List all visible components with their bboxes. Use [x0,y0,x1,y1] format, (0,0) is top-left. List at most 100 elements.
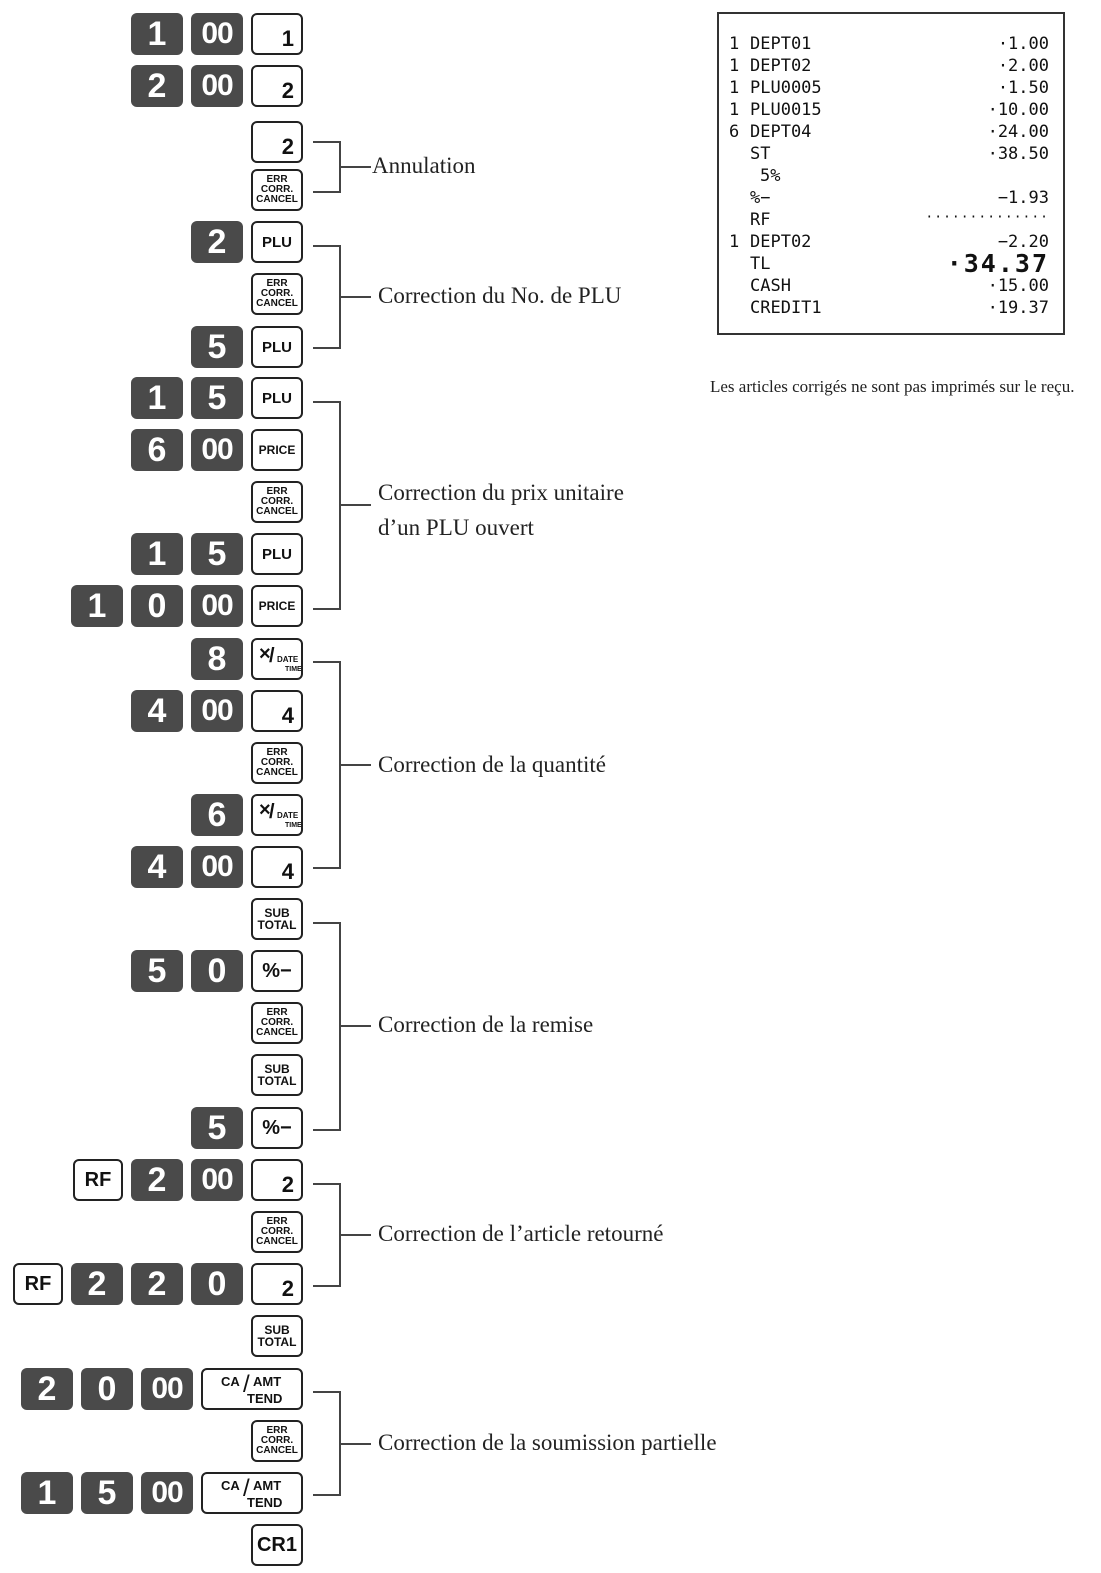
numeric-key[interactable]: 0 [191,950,243,992]
key-sequence-row: 1 0 00 PRICE [71,584,303,628]
receipt-line: 1 PLU0015 ·10.00 [729,100,1049,122]
key-sequence-row: 1 5 00 CA / AMT TEND [21,1471,303,1515]
key-text-top: SUB [264,906,290,920]
numeric-key[interactable]: 5 [191,377,243,419]
receipt-amount: ·10.00 [987,100,1049,120]
department-key[interactable]: 4 [251,690,303,732]
receipt-amount: −1.93 [997,188,1049,208]
double-zero-key[interactable]: 00 [191,585,243,627]
numeric-key[interactable]: 5 [131,950,183,992]
percent-minus-key[interactable]: %− [251,1107,303,1149]
key-sequence-row: ERR CORR. CANCEL [251,1210,303,1254]
receipt-amount: ·1.50 [997,78,1049,98]
numeric-key[interactable]: 2 [21,1368,73,1410]
key-text-bottom: TOTAL [257,1335,297,1349]
numeric-key[interactable]: 1 [71,585,123,627]
numeric-key[interactable]: 8 [191,638,243,680]
double-zero-key[interactable]: 00 [191,846,243,888]
double-zero-key[interactable]: 00 [191,690,243,732]
double-zero-key[interactable]: 00 [141,1368,193,1410]
refund-key[interactable]: RF [13,1263,63,1305]
plu-key[interactable]: PLU [251,533,303,575]
credit1-key[interactable]: CR1 [251,1524,303,1566]
key-sequence-row: 2 00 2 [131,64,303,108]
double-zero-key[interactable]: 00 [191,65,243,107]
bracket-tick [341,1443,371,1445]
refund-key[interactable]: RF [73,1159,123,1201]
cash-amount-tender-key[interactable]: CA / AMT TEND [201,1472,303,1514]
numeric-key[interactable]: 0 [81,1368,133,1410]
numeric-key[interactable]: 6 [131,429,183,471]
label-refund: Correction de l’article retourné [378,1221,664,1246]
double-zero-key[interactable]: 00 [191,13,243,55]
price-key[interactable]: PRICE [251,585,303,627]
plu-key[interactable]: PLU [251,326,303,368]
multiply-date-time-key[interactable]: × / DATE TIME [251,638,303,680]
key-text-x: × [259,799,271,821]
key-sequence-row: RF 2 00 2 [73,1158,303,1202]
key-text-slash: / [243,1475,250,1502]
numeric-key[interactable]: 4 [131,690,183,732]
numeric-key[interactable]: 2 [131,1263,183,1305]
numeric-key[interactable]: 5 [191,1107,243,1149]
double-zero-key[interactable]: 00 [191,1159,243,1201]
numeric-key[interactable]: 2 [131,1159,183,1201]
plu-key[interactable]: PLU [251,221,303,263]
receipt-desc: DEPT02 [750,232,812,252]
numeric-key[interactable]: 2 [191,221,243,263]
department-key[interactable]: 2 [251,1263,303,1305]
err-corr-cancel-key[interactable]: ERR CORR. CANCEL [251,742,303,784]
key-sequence-row: CR1 [251,1523,303,1567]
double-zero-key[interactable]: 00 [141,1472,193,1514]
key-text-top: ERR CORR. [260,1216,294,1237]
key-sequence-row: 1 5 PLU [131,532,303,576]
subtotal-key[interactable]: SUB TOTAL [251,1315,303,1357]
numeric-key[interactable]: 5 [81,1472,133,1514]
subtotal-key[interactable]: SUB TOTAL [251,1054,303,1096]
key-sequence-row: 2 0 00 CA / AMT TEND [21,1367,303,1411]
price-key[interactable]: PRICE [251,429,303,471]
numeric-key[interactable]: 6 [191,794,243,836]
err-corr-cancel-key[interactable]: ERR CORR. CANCEL [251,169,303,211]
receipt-desc: 5% [760,166,781,186]
numeric-key[interactable]: 2 [71,1263,123,1305]
key-text-bottom: CANCEL [256,1236,298,1247]
numeric-key[interactable]: 0 [131,585,183,627]
err-corr-cancel-key[interactable]: ERR CORR. CANCEL [251,1211,303,1253]
numeric-key[interactable]: 1 [131,377,183,419]
department-key[interactable]: 4 [251,846,303,888]
percent-minus-key[interactable]: %− [251,950,303,992]
label-discount: Correction de la remise [378,1012,594,1037]
numeric-key[interactable]: 5 [191,533,243,575]
numeric-key[interactable]: 4 [131,846,183,888]
label-open-plu-line2: d’un PLU ouvert [378,515,534,540]
plu-key[interactable]: PLU [251,377,303,419]
key-sequence-row: 4 00 4 [131,845,303,889]
bracket-tick [341,504,371,506]
err-corr-cancel-key[interactable]: ERR CORR. CANCEL [251,481,303,523]
key-sequence-row: ERR CORR. CANCEL [251,1419,303,1463]
receipt-qty: 1 [729,56,740,76]
department-key[interactable]: 1 [251,13,303,55]
cash-amount-tender-key[interactable]: CA / AMT TEND [201,1368,303,1410]
department-key[interactable]: 2 [251,121,303,163]
err-corr-cancel-key[interactable]: ERR CORR. CANCEL [251,1002,303,1044]
key-sequence-row: 1 5 PLU [131,376,303,420]
numeric-key[interactable]: 0 [191,1263,243,1305]
key-sequence-row: 2 [251,120,303,164]
numeric-key[interactable]: 1 [21,1472,73,1514]
label-annulation: Annulation [372,153,476,178]
numeric-key[interactable]: 2 [131,65,183,107]
subtotal-key[interactable]: SUB TOTAL [251,898,303,940]
bracket-quantity [313,661,341,869]
numeric-key[interactable]: 5 [191,326,243,368]
department-key[interactable]: 2 [251,65,303,107]
err-corr-cancel-key[interactable]: ERR CORR. CANCEL [251,1420,303,1462]
numeric-key[interactable]: 1 [131,13,183,55]
numeric-key[interactable]: 1 [131,533,183,575]
err-corr-cancel-key[interactable]: ERR CORR. CANCEL [251,273,303,315]
department-key[interactable]: 2 [251,1159,303,1201]
double-zero-key[interactable]: 00 [191,429,243,471]
multiply-date-time-key[interactable]: × / DATE TIME [251,794,303,836]
label-quantity: Correction de la quantité [378,752,607,777]
